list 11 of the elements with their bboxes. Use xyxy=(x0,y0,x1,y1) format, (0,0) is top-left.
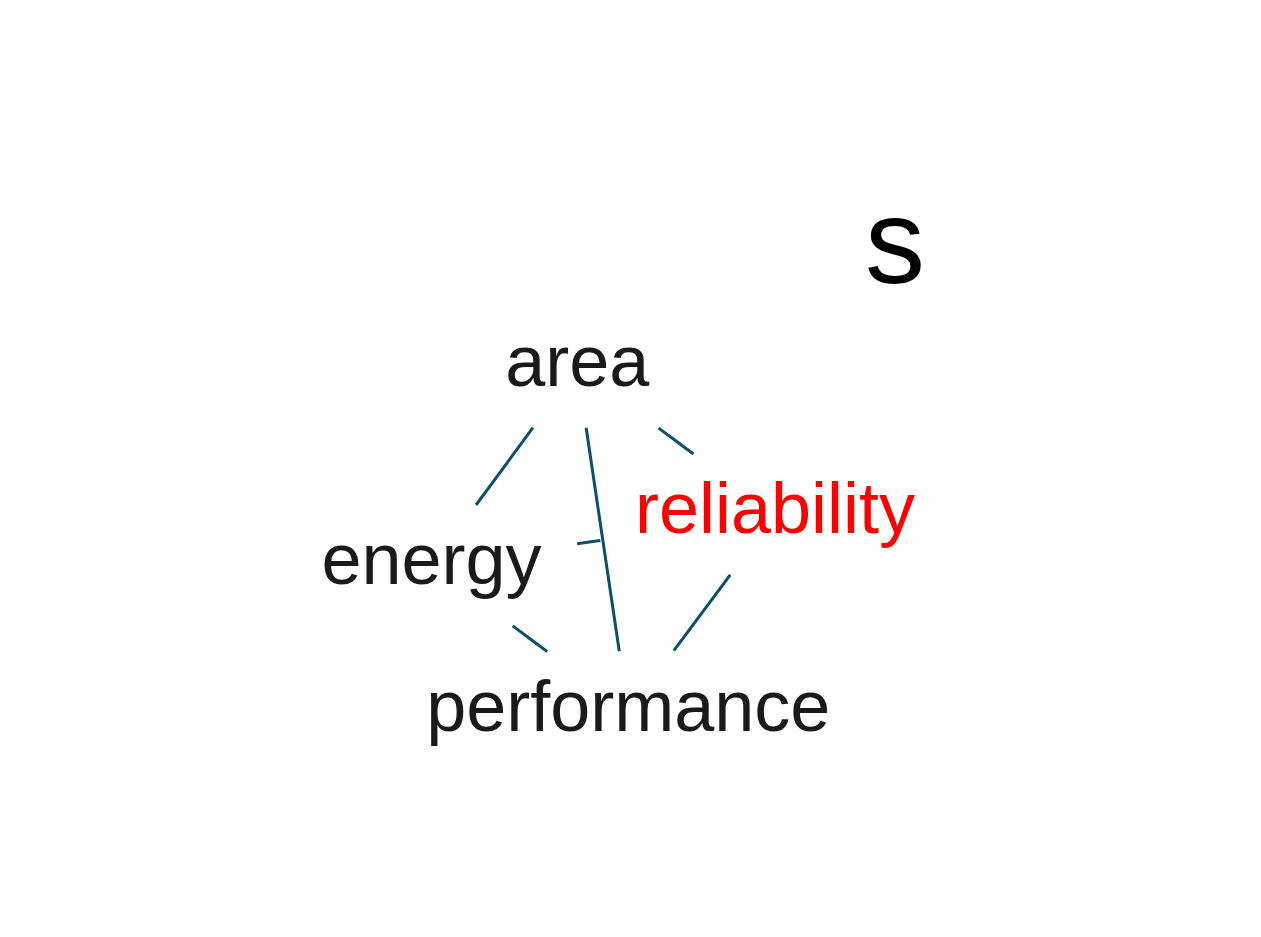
node-text: area xyxy=(504,320,649,401)
connector xyxy=(474,426,534,506)
connector xyxy=(511,624,548,653)
node-text: reliability xyxy=(634,467,915,548)
node-text: performance xyxy=(425,665,830,746)
connector xyxy=(672,573,731,652)
label: s xyxy=(864,173,925,308)
connector xyxy=(584,427,621,651)
node-text: energy xyxy=(320,518,542,599)
connector xyxy=(576,538,601,545)
connector xyxy=(657,426,694,455)
